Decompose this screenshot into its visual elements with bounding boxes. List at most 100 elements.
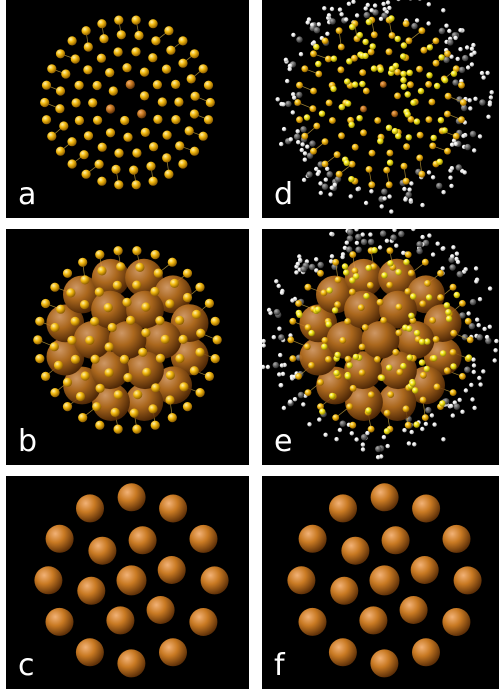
carbon-atom [479,99,486,106]
sulfur-atom [406,69,413,77]
gold-atom [113,246,123,256]
gold-atom [301,65,309,73]
carbon-atom [455,164,462,171]
hydrogen-atom [354,437,359,442]
sulfur-atom [370,65,378,72]
gold-atom [55,104,65,114]
hydrogen-atom [296,140,301,145]
gold-atom [365,166,373,173]
hydrogen-atom [409,429,414,435]
sulfur-atom [404,91,411,98]
gold-atom [178,36,188,46]
gold-atom [337,66,345,74]
core-atom [88,536,117,565]
gold-atom [62,377,73,387]
gold-atom [358,343,366,351]
gold-shell-with-core-model [33,246,222,434]
sulfur-atom [436,158,443,165]
panel-e: e [262,229,499,465]
hydrogen-atom [394,243,399,248]
ligand-shell-with-core-model [262,229,499,460]
gold-atom [66,288,76,298]
sulfur-atom [362,52,369,60]
gold-atom [155,316,165,326]
gold-atom [368,149,376,157]
gold-atom [95,420,105,430]
hydrogen-atom [477,297,483,302]
panel-d: d [262,0,499,218]
gold-atom [53,360,64,370]
core-atom [360,105,367,113]
sulfur-atom [385,124,393,131]
hydrogen-atom [420,426,425,432]
gold-atom [131,47,141,57]
gold-atom [105,68,115,78]
hydrogen-atom [290,110,295,115]
hydrogen-atom [355,187,360,192]
sulfur-atom [344,373,351,380]
hydrogen-atom [420,234,425,240]
gold-atom [337,43,345,51]
hydrogen-atom [489,90,494,95]
hydrogen-atom [382,196,387,201]
gold-atom [295,373,302,380]
gold-atom [317,379,324,386]
carbon-atom [297,391,305,399]
hydrogen-atom [266,307,272,313]
core-atom [330,576,359,605]
carbon-atom [273,308,281,316]
gold-atom [407,81,414,89]
gold-atom [186,74,196,84]
hydrogen-atom [344,17,349,22]
gold-atom [349,421,357,429]
gold-atom [122,63,132,73]
hydrogen-atom [325,166,330,171]
gold-atom [150,420,160,430]
hydrogen-atom [449,166,455,171]
hydrogen-atom [407,187,412,192]
sulfur-atom [356,31,363,39]
gold-atom [425,116,433,123]
sulfur-atom [381,272,388,279]
sulfur-atom [410,99,417,106]
carbon-atom [367,238,375,246]
hydrogen-atom [279,290,285,295]
hydrogen-atom [297,254,302,259]
gold-atom [97,266,107,276]
sulfur-atom [388,15,395,22]
core-atom [45,607,74,636]
gold-atom [320,289,328,297]
gold-atom [348,160,356,168]
gold-atom [444,110,451,118]
sulfur-atom [365,18,373,26]
gold-atom [420,371,427,379]
gold-atom [41,298,51,309]
hydrogen-atom [451,245,456,250]
hydrogen-atom [473,96,478,102]
hydrogen-atom [444,23,449,28]
sulfur-atom [439,400,446,407]
gold-atom [111,164,121,174]
hydrogen-atom [290,298,295,303]
sulfur-atom [333,369,340,377]
gold-atom [339,337,347,344]
sulfur-atom [417,87,425,95]
gold-atom [70,316,80,326]
hydrogen-atom [453,141,458,147]
gold-atom [458,81,465,89]
hydrogen-atom [396,0,401,2]
gold-atom [425,81,432,88]
core-atom [159,638,187,667]
sulfur-atom [321,343,328,350]
carbon-atom [278,334,285,341]
gold-atom [289,317,297,325]
hydrogen-atom [485,70,490,76]
gold-atom [107,322,117,333]
hydrogen-atom [441,437,446,442]
hydrogen-atom [492,358,497,363]
hydrogen-atom [481,369,486,374]
hydrogen-atom [340,254,345,260]
sulfur-atom [453,291,460,299]
core-atom [442,524,471,553]
sulfur-atom [406,325,413,332]
